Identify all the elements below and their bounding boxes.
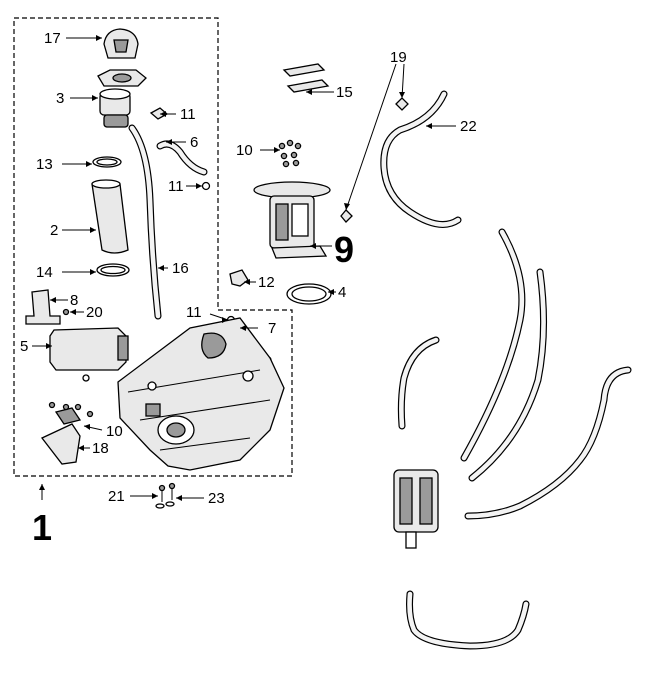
part-19-nuts — [340, 97, 409, 223]
callout-7: 7 — [268, 320, 276, 337]
callout-3: 3 — [56, 90, 64, 107]
callout-1: 1 — [32, 507, 52, 548]
part-5-canister — [49, 327, 129, 382]
callout-12: 12 — [258, 274, 275, 291]
callout-18: 18 — [92, 440, 109, 457]
part-13-clamp — [92, 156, 122, 168]
callout-21: 21 — [108, 488, 125, 505]
part-9-fuel-pump — [253, 181, 331, 259]
callout-11-c: 11 — [186, 304, 202, 321]
callout-20: 20 — [86, 304, 103, 321]
part-15-pads — [282, 63, 330, 93]
arrow-heads — [39, 35, 432, 501]
callout-5: 5 — [20, 338, 28, 355]
callout-4: 4 — [338, 284, 346, 301]
part-2-filler-pipe — [91, 179, 129, 254]
callout-22: 22 — [460, 118, 477, 135]
callout-10-a: 10 — [106, 423, 123, 440]
callout-14: 14 — [36, 264, 53, 281]
callout-9: 9 — [334, 229, 354, 270]
part-12-sensor — [229, 269, 249, 287]
part-21-23-fasteners — [155, 482, 176, 509]
callout-15: 15 — [336, 84, 353, 101]
callout-11-b: 11 — [168, 178, 184, 195]
part-4-gasket — [286, 283, 332, 305]
part-20-screw — [62, 308, 70, 316]
part-16-hose — [128, 124, 162, 320]
callout-11-a: 11 — [180, 106, 196, 123]
part-17-filler-cap — [103, 28, 139, 59]
callout-8: 8 — [70, 292, 78, 309]
part-14-clamp — [96, 263, 130, 277]
callout-23: 23 — [208, 490, 225, 507]
part-11-clip-b — [201, 181, 211, 191]
part-18-bracket — [40, 401, 94, 465]
callout-2: 2 — [50, 222, 58, 239]
part-3-filler-neck — [99, 88, 131, 128]
fuel-lines — [397, 228, 632, 650]
part-22-hose — [380, 90, 462, 228]
part-8-bracket — [25, 289, 61, 325]
callout-16: 16 — [172, 260, 189, 277]
part-flange — [97, 69, 147, 87]
callout-13: 13 — [36, 156, 53, 173]
callout-19: 19 — [390, 49, 407, 66]
fuel-tank — [117, 317, 285, 471]
part-10-screws — [278, 139, 302, 168]
callout-labels: 17 3 11 6 13 11 2 14 16 8 20 5 11 7 10 1… — [20, 30, 477, 548]
callout-10-b: 10 — [236, 142, 253, 159]
fuel-pump-module — [393, 469, 439, 549]
assembly-frame-1 — [13, 17, 293, 477]
part-6-hose — [156, 140, 208, 176]
callout-17: 17 — [44, 30, 61, 47]
callout-6: 6 — [190, 134, 198, 151]
